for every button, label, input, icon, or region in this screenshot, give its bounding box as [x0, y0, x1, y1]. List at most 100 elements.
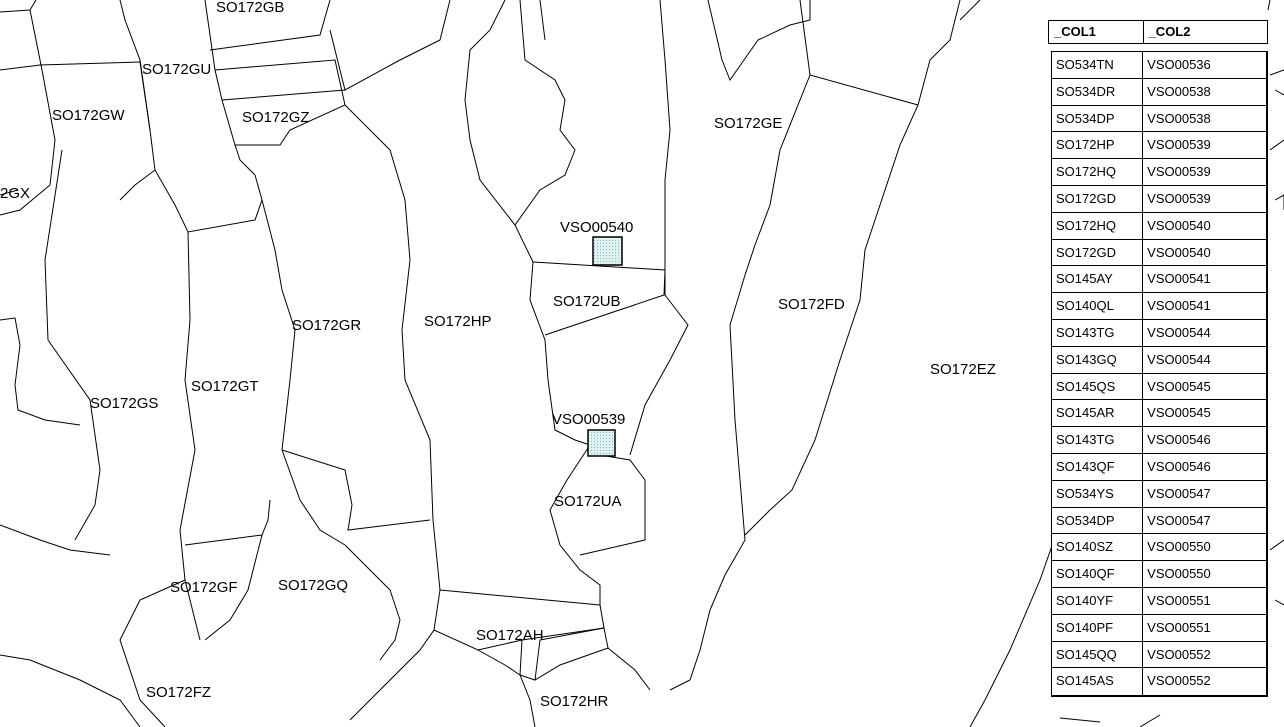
- cell-col1: SO145AR: [1052, 400, 1144, 427]
- label-so172gu: SO172GU: [142, 61, 211, 78]
- cell-col2: VSO00536: [1147, 57, 1211, 72]
- cell-col1: SO534DR: [1052, 78, 1144, 105]
- label-2gx: 2GX: [0, 185, 30, 202]
- cell-col2: VSO00538: [1147, 110, 1211, 126]
- cell-col1: SO145AY: [1052, 266, 1144, 293]
- cell-col1: SO534TN: [1052, 52, 1144, 78]
- label-so172gq: SO172GQ: [278, 577, 348, 594]
- label-so172ah: SO172AH: [476, 627, 544, 644]
- cell-col2: VSO00544: [1147, 351, 1211, 367]
- cell-col1: SO172HQ: [1052, 212, 1144, 239]
- cell-col2: VSO00545: [1147, 378, 1211, 394]
- cell-col1: SO534YS: [1052, 480, 1144, 507]
- cell-col2: VSO00550: [1147, 566, 1211, 582]
- cell-col2: VSO00546: [1147, 458, 1211, 474]
- column-header-col2[interactable]: _COL2: [1148, 24, 1191, 39]
- cell-col1: SO140YF: [1052, 587, 1144, 614]
- cell-col2: VSO00539: [1147, 137, 1211, 153]
- label-so172ez: SO172EZ: [930, 361, 996, 378]
- cell-col1: SO140QF: [1052, 561, 1144, 587]
- cell-col1: SO145QQ: [1052, 641, 1144, 668]
- cell-col1: SO172HQ: [1052, 159, 1144, 185]
- label-so172gf: SO172GF: [170, 579, 238, 596]
- cell-col1: SO534DP: [1052, 105, 1144, 132]
- cell-col2: VSO00540: [1147, 217, 1211, 233]
- cell-col2: VSO00552: [1147, 646, 1211, 662]
- cell-col2: VSO00538: [1147, 83, 1211, 99]
- label-so172gt: SO172GT: [191, 378, 259, 395]
- cell-col2: VSO00541: [1147, 271, 1211, 287]
- cell-col1: SO172HP: [1052, 132, 1144, 159]
- label-so172fz: SO172FZ: [146, 684, 211, 701]
- cell-col2: VSO00550: [1147, 539, 1211, 555]
- label-so172gw: SO172GW: [52, 107, 125, 124]
- cell-col2: VSO00547: [1147, 485, 1211, 501]
- cell-col1: SO145AS: [1052, 668, 1144, 696]
- cell-col1: SO143TG: [1052, 319, 1144, 346]
- cell-col2: VSO00551: [1147, 619, 1211, 635]
- label-so172ge: SO172GE: [714, 115, 782, 132]
- cell-col2: VSO00551: [1147, 592, 1211, 608]
- label-so172ub: SO172UB: [553, 293, 621, 310]
- cell-col1: SO140QL: [1052, 293, 1144, 319]
- cell-col1: SO534DP: [1052, 507, 1144, 534]
- cell-col2: VSO00546: [1147, 432, 1211, 448]
- label-vso00539: VSO00539: [552, 411, 625, 428]
- cell-col1: SO172GD: [1052, 239, 1144, 266]
- marker-vso00539[interactable]: [587, 429, 616, 457]
- label-so172hr: SO172HR: [540, 693, 609, 710]
- parcel-labels: SO172GB SO172GU SO172GW SO172GZ SO172GE …: [0, 0, 996, 710]
- cell-col2: VSO00539: [1147, 190, 1211, 206]
- cell-col1: SO140SZ: [1052, 534, 1144, 561]
- marker-vso00540[interactable]: [592, 236, 623, 266]
- cell-col1: SO145QS: [1052, 373, 1144, 400]
- cell-col1: SO172GD: [1052, 185, 1144, 212]
- label-so172hp: SO172HP: [424, 313, 492, 330]
- label-so172fd: SO172FD: [778, 296, 845, 313]
- label-so172gr: SO172GR: [292, 317, 361, 334]
- cell-col1: SO143TG: [1052, 427, 1144, 453]
- label-vso00540: VSO00540: [560, 219, 633, 236]
- cell-col2: VSO00544: [1147, 324, 1211, 340]
- cell-col1: SO143GQ: [1052, 346, 1144, 373]
- cell-col1: SO140PF: [1052, 614, 1144, 641]
- label-so172gz: SO172GZ: [242, 109, 310, 126]
- cell-col1: SO143QF: [1052, 453, 1144, 480]
- column-header-col1[interactable]: _COL1: [1049, 21, 1144, 43]
- label-so172gb: SO172GB: [216, 0, 284, 16]
- cell-col2: VSO00552: [1147, 673, 1211, 689]
- cell-col2: VSO00545: [1147, 405, 1211, 421]
- cell-col2: VSO00540: [1147, 244, 1211, 260]
- label-so172gs: SO172GS: [90, 395, 158, 412]
- table-header: _COL1 _COL2: [1048, 20, 1268, 44]
- cell-col2: VSO00541: [1147, 298, 1211, 314]
